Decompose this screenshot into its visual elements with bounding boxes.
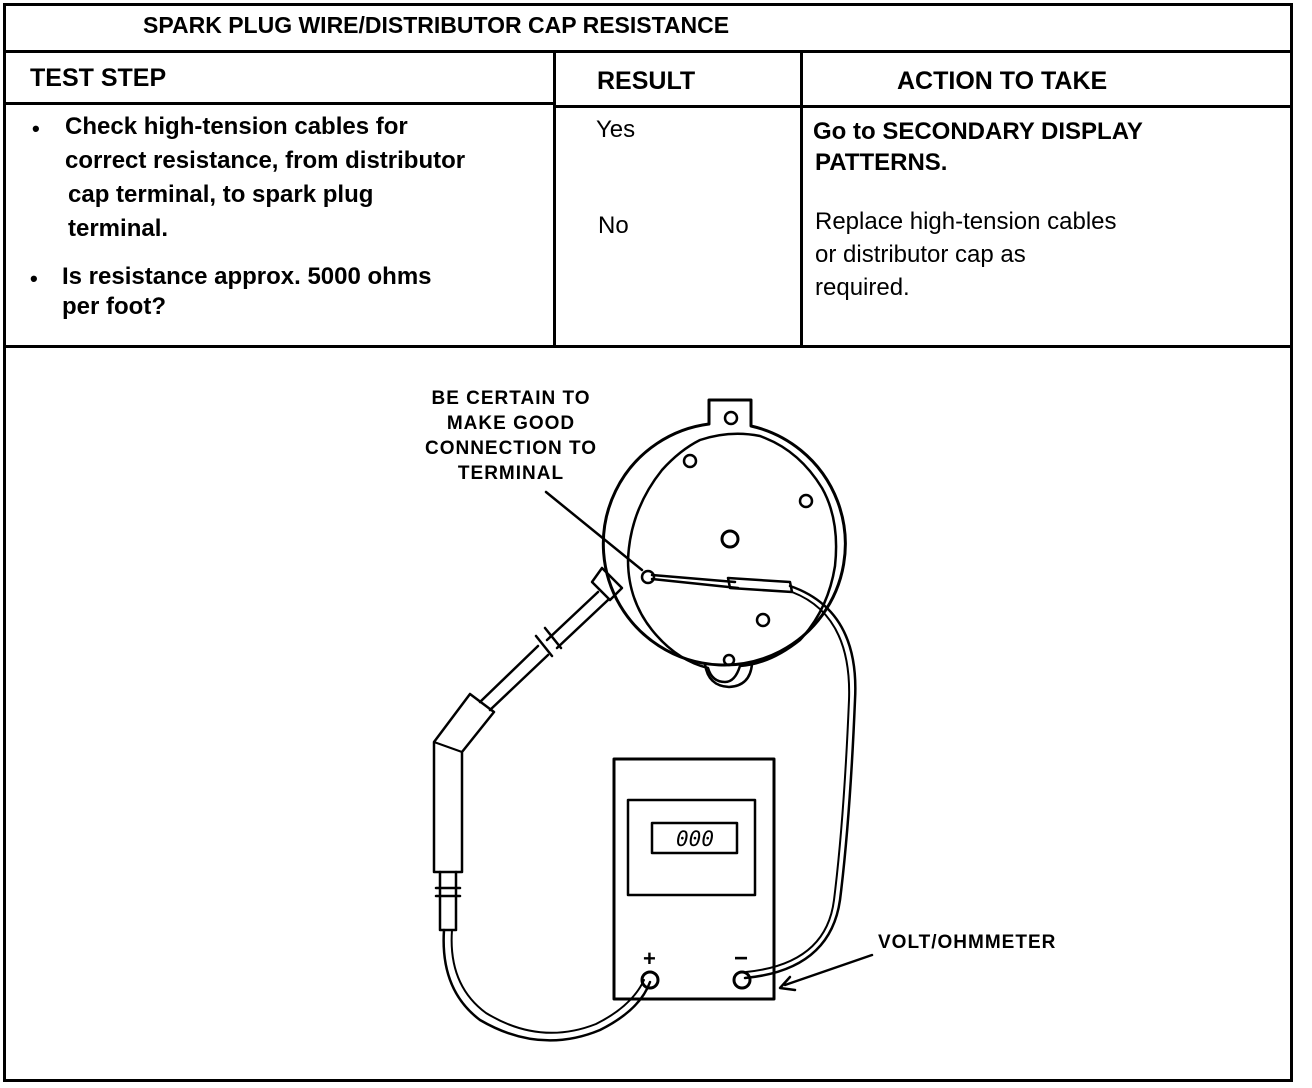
meter-minus-symbol: − [734, 945, 748, 972]
callout-line: CONNECTION TO [424, 438, 598, 459]
negative-jack [732, 970, 752, 990]
test-step-line: terminal. [68, 215, 169, 242]
test-step-bullet-2: Is resistance approx. 5000 ohms per foot… [62, 262, 432, 322]
action-line: Replace high-tension cables [815, 208, 1117, 235]
test-step-line: cap terminal, to spark plug [68, 181, 374, 208]
callout-text: BE CERTAIN TO MAKE GOOD CONNECTION TO TE… [406, 386, 616, 486]
cable-upper [545, 590, 610, 650]
page-title: SPARK PLUG WIRE/DISTRIBUTOR CAP RESISTAN… [143, 12, 730, 38]
header-action: ACTION TO TAKE [897, 67, 1108, 95]
cap-terminal-bottom [722, 653, 736, 667]
cap-terminal-lower-right [755, 612, 771, 628]
result-no: No [598, 212, 629, 239]
negative-test-lead-inner [745, 591, 851, 973]
table-bottom-rule [3, 345, 1293, 348]
test-step-line: Check high-tension cables for [65, 113, 408, 140]
meter-label: VOLT/OHMMETER [878, 932, 1057, 953]
positive-test-lead [442, 928, 652, 1042]
meter-label-arrow [783, 953, 874, 987]
action-line: required. [815, 274, 910, 301]
callout-line: BE CERTAIN TO [431, 388, 591, 409]
bullet-marker-2: • [30, 266, 38, 291]
meter-label-arrowhead [778, 975, 797, 992]
bullet-marker-1: • [32, 116, 40, 141]
action-line: or distributor cap as [815, 241, 1026, 268]
callout-line: TERMINAL [457, 463, 565, 484]
result-yes: Yes [596, 116, 636, 143]
action-yes: Go to SECONDARY DISPLAY PATTERNS. [813, 116, 1143, 178]
probe-wire-lower [650, 577, 740, 590]
header-test-step: TEST STEP [30, 64, 167, 92]
probe-tip-sleeve [726, 576, 794, 594]
meter-plus-symbol: + [643, 946, 656, 971]
spark-plug-boot [432, 692, 496, 874]
cap-terminal-top [723, 410, 739, 426]
action-line: PATTERNS. [815, 149, 948, 176]
distributor-cap-inner [626, 432, 838, 684]
probe-wire-upper [650, 573, 737, 584]
action-no: Replace high-tension cables or distribut… [815, 205, 1117, 304]
cap-terminal-test [640, 569, 656, 585]
outer-border [3, 3, 1293, 1082]
cable-boot-cap-end [590, 566, 624, 602]
cap-bottom-tab [703, 662, 754, 689]
boot-terminal [434, 870, 462, 932]
callout-leader [544, 490, 644, 572]
cap-terminal-upper-left [682, 453, 698, 469]
action-line: Go to SECONDARY DISPLAY [813, 118, 1143, 145]
ohmmeter-body [612, 757, 776, 1001]
header-result: RESULT [597, 67, 696, 95]
cable-break-marks [534, 626, 563, 658]
test-step-line: correct resistance, from distributor [65, 147, 466, 174]
ohmmeter-display [650, 821, 739, 855]
header-rule-left [3, 102, 555, 105]
positive-test-lead-inner [450, 929, 645, 1034]
negative-test-lead [743, 584, 857, 980]
cap-center-terminal [720, 529, 740, 549]
cable-middle [478, 644, 550, 712]
meter-display-readout: 000 [676, 827, 714, 851]
callout-line: MAKE GOOD [446, 413, 576, 434]
title-rule [3, 50, 1293, 53]
ohmmeter-window [626, 798, 757, 897]
header-rule-right [555, 105, 1293, 108]
cap-terminal-right [798, 493, 814, 509]
positive-jack [640, 970, 660, 990]
test-step-line: per foot? [62, 293, 166, 320]
test-step-bullet-1: Check high-tension cables for correct re… [65, 110, 465, 246]
column-divider-2 [800, 53, 803, 345]
column-divider-1 [553, 53, 556, 345]
boot-bend-line [433, 741, 463, 753]
test-step-line: Is resistance approx. 5000 ohms [62, 263, 432, 290]
